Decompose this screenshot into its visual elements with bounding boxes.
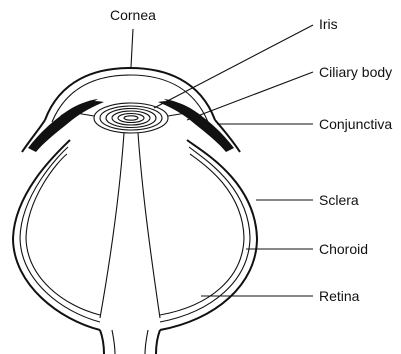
label-cornea: Cornea: [110, 7, 156, 23]
optic-nerve-inner: [112, 330, 148, 354]
label-retina: Retina: [319, 288, 360, 304]
lens: [94, 103, 168, 133]
iris-leader: [154, 25, 313, 108]
ciliary-body-leader: [187, 72, 313, 120]
cornea-leader: [131, 29, 133, 67]
hyaloid-canal: [100, 133, 160, 318]
iris-left: [60, 99, 98, 122]
ciliary-body-right: [158, 101, 234, 152]
label-conjunctiva: Conjunctiva: [319, 116, 392, 132]
label-iris: Iris: [319, 16, 338, 32]
sclera-layer: [13, 140, 257, 330]
retina-layer: [26, 154, 244, 315]
optic-nerve: [100, 330, 160, 354]
label-sclera: Sclera: [319, 192, 359, 208]
label-choroid: Choroid: [319, 241, 368, 257]
label-ciliary-body: Ciliary body: [319, 64, 392, 80]
